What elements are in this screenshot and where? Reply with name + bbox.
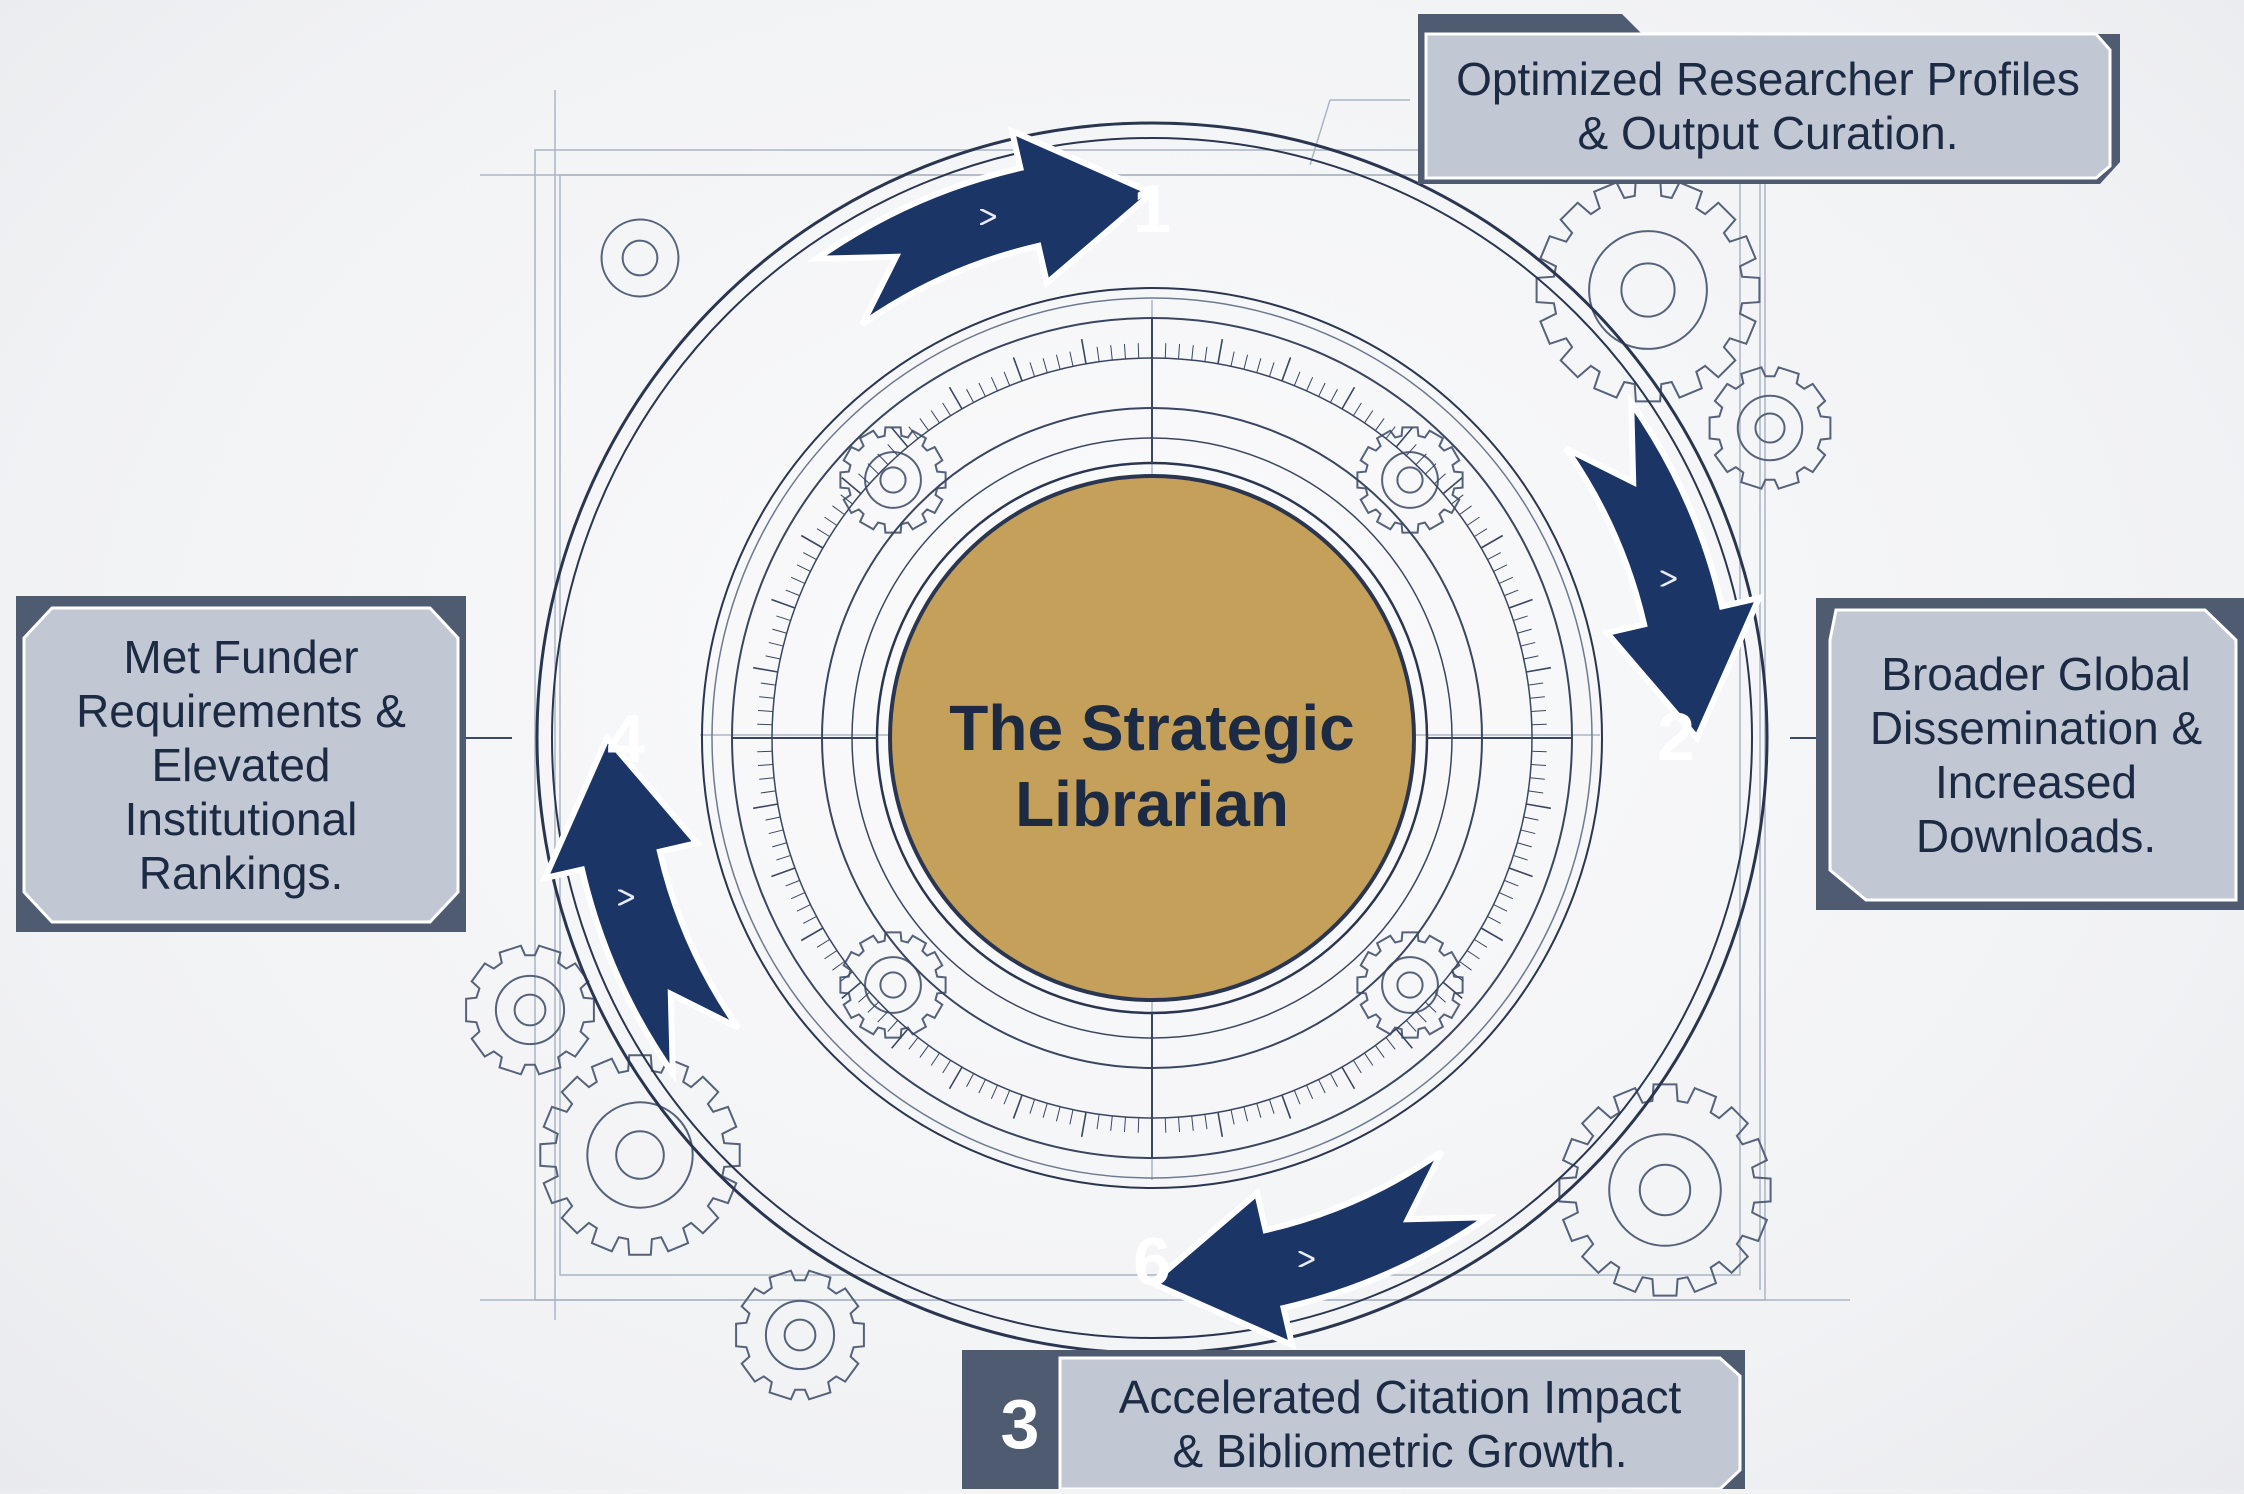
cycle-arrow-1 <box>806 125 1158 327</box>
callout-frames <box>16 14 2244 1491</box>
outer-rim <box>535 121 1769 1355</box>
gear-icon <box>1356 426 1464 534</box>
callout-bottom: Accelerated Citation Impact & Bibliometr… <box>1060 1362 1740 1486</box>
center-title-line-1: The Strategic <box>949 692 1354 764</box>
step-1-number: 1 <box>1133 171 1171 247</box>
callout-left: Met Funder Requirements & Elevated Insti… <box>24 608 458 922</box>
callout-left-inner <box>22 606 460 924</box>
gear-icon <box>1708 366 1832 490</box>
center-title-line-2: Librarian <box>1015 768 1289 840</box>
cycle-arrow-4 <box>539 732 741 1084</box>
gear-icon <box>600 218 680 298</box>
gear-icon <box>839 426 947 534</box>
callout-top-inner <box>1424 32 2112 180</box>
callout-right: Broader Global Dissemination & Increased… <box>1836 610 2236 900</box>
step-6-number: 6 <box>1133 1224 1171 1300</box>
callout-right-text: Broader Global Dissemination & Increased… <box>1869 648 2203 862</box>
gear-icon <box>1558 1083 1772 1297</box>
gear-icon <box>839 931 947 1039</box>
callout-right-inner <box>1828 608 2238 902</box>
callout-left-text: Met Funder Requirements & Elevated Insti… <box>76 631 406 899</box>
callout-bottom-number: 3 <box>1001 1385 1040 1463</box>
center-disc <box>888 474 1416 1002</box>
gear-icon <box>539 1054 741 1256</box>
step-2-number: 2 <box>1657 699 1695 775</box>
inner-dial <box>731 317 1573 1159</box>
gear-icon <box>1356 931 1464 1039</box>
gear-icon <box>465 944 595 1076</box>
callout-top-text: Optimized Researcher Profiles & Output C… <box>1456 53 2080 159</box>
callout-top: Optimized Researcher Profiles & Output C… <box>1426 34 2110 178</box>
cycle-band <box>539 125 1765 1351</box>
step-4-number: 4 <box>607 701 645 777</box>
gear-icon <box>1535 177 1761 403</box>
cycle-arrow-2 <box>1563 392 1765 744</box>
cycle-arrow-3 <box>1146 1149 1498 1351</box>
callout-bottom-text: Accelerated Citation Impact & Bibliometr… <box>1118 1371 1682 1477</box>
gear-icon <box>735 1269 865 1401</box>
